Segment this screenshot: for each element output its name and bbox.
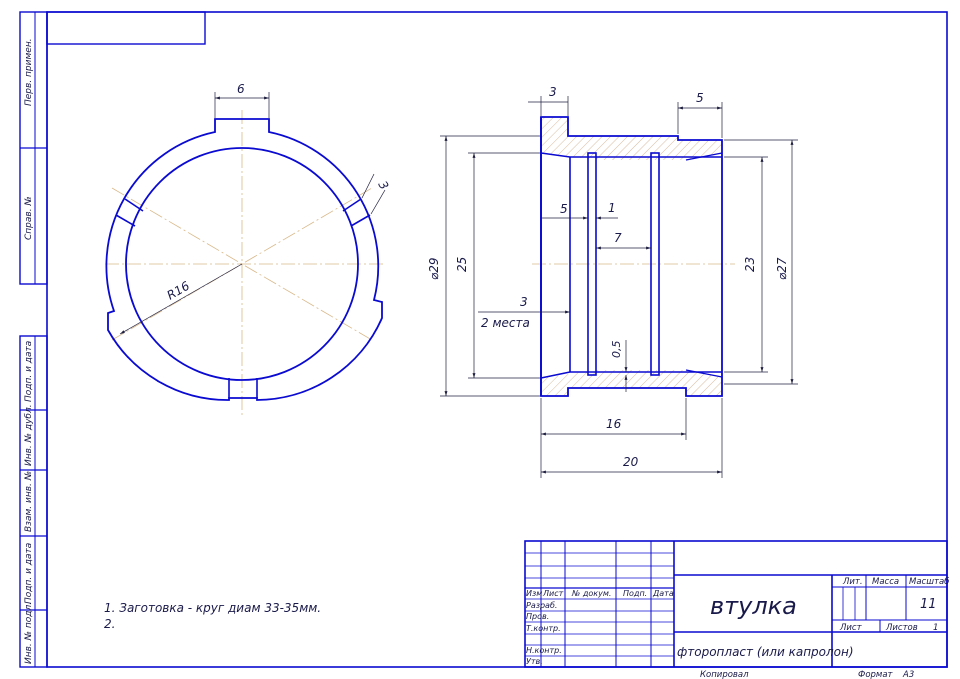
col-sign: Подп. bbox=[623, 589, 647, 598]
side-podp-data-1: Подп. и дата bbox=[24, 341, 34, 402]
section-dimensions: 3 5 ⌀29 25 23 ⌀27 bbox=[427, 85, 798, 478]
dim-right-step: 5 bbox=[696, 91, 704, 105]
dim-d27: ⌀27 bbox=[775, 257, 789, 280]
dim-3: 3 bbox=[520, 295, 528, 309]
dim-left-flange: 3 bbox=[549, 85, 557, 99]
dim-20: 20 bbox=[623, 455, 639, 469]
side-inv-dubl: Инв. № дубл. bbox=[24, 404, 34, 466]
side-sprav-no: Справ. № bbox=[24, 196, 34, 240]
dim-05: 0,5 bbox=[610, 341, 623, 359]
scale-value: 11 bbox=[920, 597, 937, 612]
dim-16: 16 bbox=[606, 417, 622, 431]
scale-label: Масштаб bbox=[909, 577, 949, 587]
format-value: А3 bbox=[902, 670, 914, 679]
col-date: Дата bbox=[652, 589, 674, 598]
dim-groove-pos: 5 bbox=[560, 202, 568, 216]
side-perv-primen: Перв. примен. bbox=[24, 38, 34, 106]
dim-d29: ⌀29 bbox=[427, 258, 441, 281]
dim-groove-w: 1 bbox=[608, 201, 616, 215]
dim-23: 23 bbox=[743, 257, 757, 272]
copied-label: Копировал bbox=[700, 670, 749, 679]
side-stamp: Перв. примен. Справ. № Подп. и дата Инв.… bbox=[19, 11, 48, 668]
sheet-frame bbox=[46, 11, 948, 668]
section-outline bbox=[540, 116, 723, 397]
dim-radius: R16 bbox=[165, 278, 193, 302]
side-podp-data-2: Подп. и дата bbox=[24, 543, 34, 604]
dim-25: 25 bbox=[455, 257, 469, 272]
front-view: 6 3 R16 bbox=[105, 82, 391, 418]
side-vzam-inv: Взам. инв. № bbox=[24, 471, 34, 532]
outer-contour bbox=[105, 118, 383, 401]
sheet-label: Лист bbox=[839, 623, 863, 633]
side-inv-podl: Инв. № подл. bbox=[24, 602, 34, 664]
row-razrab: Разраб. bbox=[526, 601, 557, 610]
row-tkontr: Т.контр. bbox=[526, 624, 561, 633]
dim-2places: 2 места bbox=[481, 316, 530, 330]
title-block: Изм Лист № докум. Подп. Дата Разраб. Про… bbox=[524, 540, 949, 668]
col-doc: № докум. bbox=[571, 589, 611, 598]
inner-bore bbox=[125, 147, 359, 381]
note-1: 1. Заготовка - круг диам 33-35мм. bbox=[104, 601, 321, 615]
note-2: 2. bbox=[104, 617, 115, 631]
row-nkontr: Н.контр. bbox=[526, 646, 562, 655]
col-list: Лист bbox=[542, 589, 564, 598]
lit-label: Лит. bbox=[842, 577, 863, 587]
part-name: втулка bbox=[710, 592, 797, 620]
section-view: 3 5 ⌀29 25 23 ⌀27 bbox=[427, 85, 798, 478]
row-prov: Пров. bbox=[526, 612, 549, 621]
dim-groove-gap: 7 bbox=[614, 231, 622, 245]
dim-slot-depth: 3 bbox=[375, 179, 391, 193]
col-izm: Изм bbox=[526, 589, 542, 598]
dim-slot-width: 6 bbox=[237, 82, 245, 96]
sheets-label: Листов bbox=[885, 623, 918, 633]
notes: 1. Заготовка - круг диам 33-35мм. 2. bbox=[104, 601, 321, 631]
mass-label: Масса bbox=[872, 577, 899, 587]
row-utv: Утв. bbox=[526, 657, 543, 666]
format-label: Формат bbox=[858, 670, 894, 679]
material: фторопласт (или капролон) bbox=[677, 645, 854, 659]
sheets-count: 1 bbox=[933, 623, 938, 633]
